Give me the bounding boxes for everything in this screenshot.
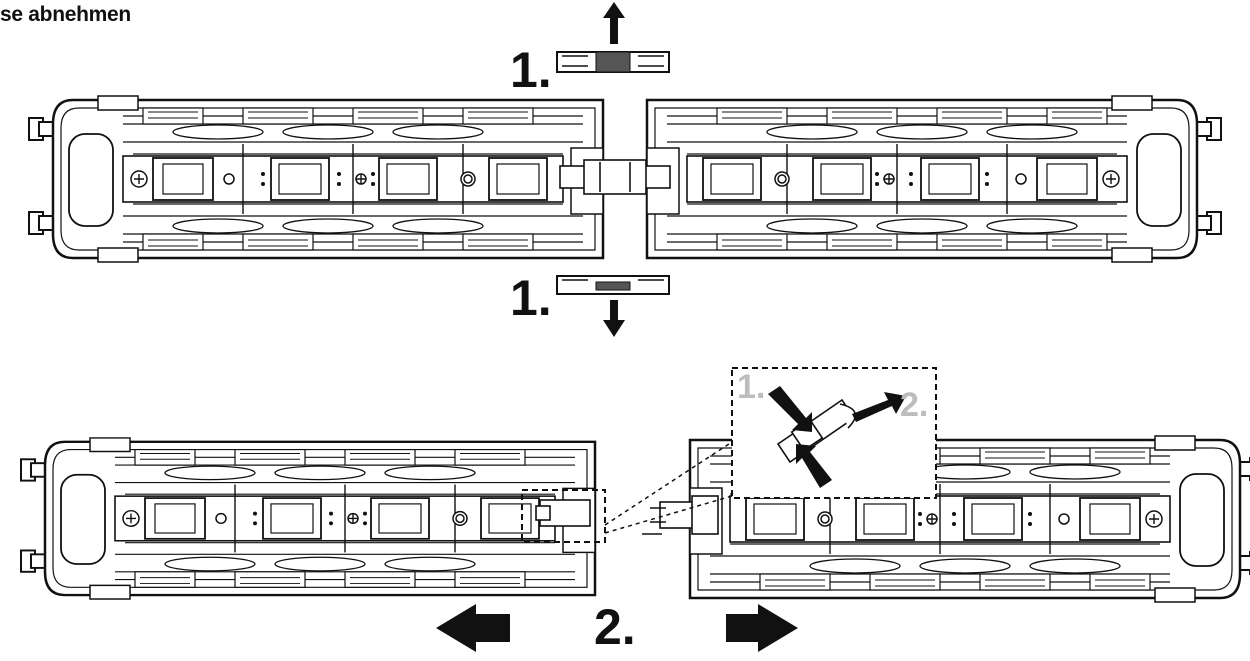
arrow-up-icon [603, 2, 625, 44]
detail-step-2-label: 2. [900, 386, 929, 424]
loco-bottom-left-half [19, 436, 597, 601]
arrow-down-icon [603, 300, 625, 337]
cover-piece-top [556, 51, 670, 73]
pull-arrow-icon [852, 392, 906, 422]
detail-step-1-label: 1. [737, 368, 766, 406]
detail-inset [731, 367, 937, 499]
step-2-label: 2. [594, 599, 636, 655]
cover-piece-bottom [556, 275, 670, 295]
detail-highlight-box [521, 441, 733, 543]
coupling-bar-top [559, 159, 671, 195]
step-1-bottom-label: 1. [510, 270, 552, 326]
arrow-left-icon [436, 604, 510, 652]
loco-top-left-half [27, 94, 605, 264]
page-heading: se abnehmen [0, 3, 131, 26]
pinch-arrow-icon [768, 386, 832, 488]
coupling-pieces-bottom [535, 495, 719, 535]
loco-top-right-half [645, 94, 1223, 264]
step-1-top-label: 1. [510, 42, 552, 98]
arrow-right-icon [726, 604, 798, 652]
